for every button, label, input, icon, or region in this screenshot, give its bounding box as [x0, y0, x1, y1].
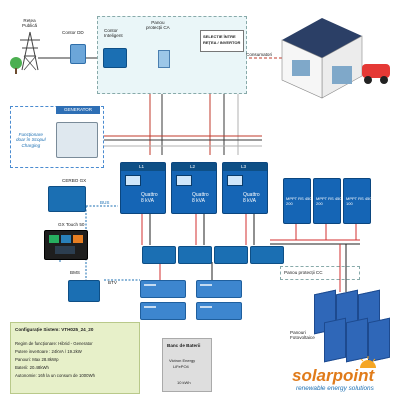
brand-tagline: renewable energy solutions	[296, 385, 374, 392]
battery-1	[140, 280, 186, 298]
meter-label: Contor DD	[62, 30, 84, 35]
lynx-3	[214, 246, 248, 264]
lynx-1	[142, 246, 176, 264]
battery-3	[140, 302, 186, 320]
breaker-icon	[158, 50, 170, 68]
pv-panel-4	[324, 317, 346, 363]
btv-label: BTV	[108, 280, 117, 285]
tile-orange	[73, 235, 83, 243]
sun-logo-icon	[360, 356, 376, 368]
house-icon	[281, 18, 390, 99]
consumers-label: Consumatori	[246, 52, 273, 57]
tile-blue	[61, 235, 71, 243]
tile-dark	[55, 246, 75, 254]
battery-2	[196, 280, 242, 298]
lynx-4	[250, 246, 284, 264]
meter-icon	[70, 44, 86, 64]
cerbo-label: CERBO GX	[62, 178, 87, 183]
dc-panel-label: Panou protecții CC	[284, 270, 323, 275]
smart-meter-device	[103, 48, 127, 68]
generator-icon	[56, 122, 98, 158]
bms-device	[68, 280, 100, 302]
bus-label: BUS	[100, 200, 110, 205]
bms-label: BMS	[70, 270, 80, 275]
config-line: Putere invertoare : 24kVA / 19.2kW	[15, 349, 82, 354]
touch-screen	[44, 230, 88, 260]
config-title: Configurație Sistem: VTH025_24_20	[15, 327, 94, 332]
grid-pole-icon	[20, 31, 40, 71]
cerbo-device	[48, 186, 86, 212]
dc-panel-box	[280, 266, 360, 280]
touch-label: GX Touch 50	[58, 222, 85, 227]
generator-title: GENERATOR	[56, 106, 100, 114]
config-line: Baterii: 20.48kWh	[15, 365, 49, 370]
selector-switch: SELECTIE ÎNTRE REȚEA / INVERTOR	[200, 30, 244, 52]
brand-name: solarpoint	[292, 366, 375, 385]
battery-bank-box: Banc de Baterii Victron Energy LiFePO4 1…	[162, 338, 212, 392]
tile-green	[49, 235, 59, 243]
tree-icon	[10, 57, 22, 74]
config-line: Autonomie: 16h la un consum de 1000Wh	[15, 373, 96, 378]
config-box: Configurație Sistem: VTH025_24_20 Regim …	[10, 322, 140, 394]
config-line: Panouri: Max 28.8kWp	[15, 357, 59, 362]
lynx-2	[178, 246, 212, 264]
config-line: Regim de funcționare: Hibrid - Generator	[15, 341, 93, 346]
mppt-3: MPPT RS 450 /100	[343, 178, 374, 224]
battery-4	[196, 302, 242, 320]
